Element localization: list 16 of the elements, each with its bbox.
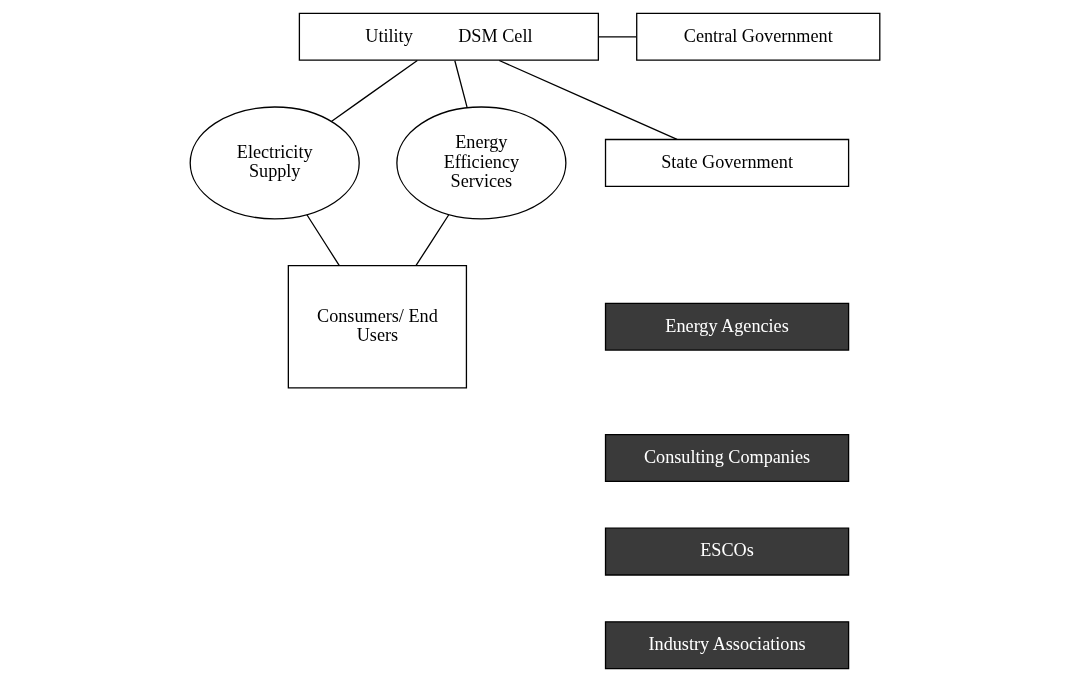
- node-box: Consulting Companies: [604, 433, 850, 483]
- node-box: ESCOs: [604, 527, 850, 576]
- node-box: Industry Associations: [604, 621, 850, 670]
- node-ellipse: Energy Efficiency Services: [396, 106, 567, 220]
- node-box: Utility DSM Cell: [298, 12, 599, 61]
- connector: [498, 59, 678, 141]
- node-box: Consumers/ End Users: [287, 264, 468, 389]
- node-ellipse: Electricity Supply: [189, 106, 360, 220]
- connector: [415, 214, 450, 267]
- connector: [306, 214, 340, 267]
- connector: [330, 59, 418, 123]
- connector: [454, 60, 468, 108]
- node-box: Central Government: [636, 12, 881, 61]
- node-box: Energy Agencies: [604, 302, 850, 351]
- node-box: State Government: [604, 138, 850, 187]
- connector: [598, 36, 637, 38]
